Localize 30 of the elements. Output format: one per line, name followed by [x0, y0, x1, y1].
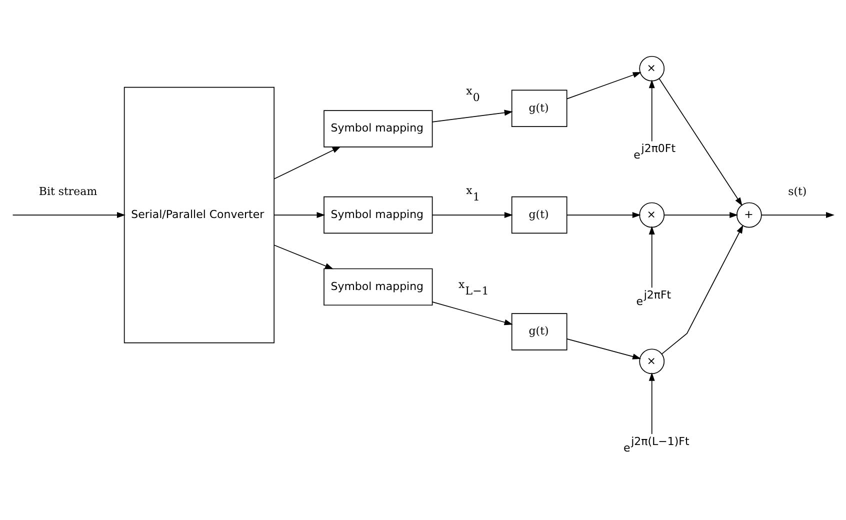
arrow [648, 79, 655, 142]
arrow [12, 212, 126, 218]
node-circle: × [639, 348, 665, 374]
arrow [432, 109, 513, 122]
node-box: g(t) [511, 196, 568, 234]
arrow [566, 72, 642, 99]
arrow [566, 212, 641, 218]
edge-label: Bit stream [38, 184, 98, 198]
node-box: Symbol mapping [324, 110, 433, 147]
arrow [658, 78, 742, 206]
arrow [648, 372, 655, 434]
arrow [432, 301, 513, 325]
arrow [274, 212, 326, 218]
node-box: g(t) [511, 89, 568, 127]
arrow [566, 338, 642, 359]
node-circle: × [639, 202, 665, 228]
arrow [274, 146, 341, 179]
node-box: g(t) [511, 312, 568, 350]
arrow [648, 226, 655, 288]
arrow [761, 212, 834, 218]
arrow [274, 244, 334, 269]
node-circle: × [639, 55, 665, 81]
node-box: Serial/Parallel Converter [124, 86, 275, 343]
node-box: Symbol mapping [324, 268, 433, 306]
arrow [664, 212, 738, 218]
arrow [432, 212, 513, 218]
arrow [661, 224, 744, 354]
node-circle: + [736, 202, 762, 228]
edge-label: s(t) [788, 184, 807, 198]
node-box: Symbol mapping [324, 196, 433, 234]
